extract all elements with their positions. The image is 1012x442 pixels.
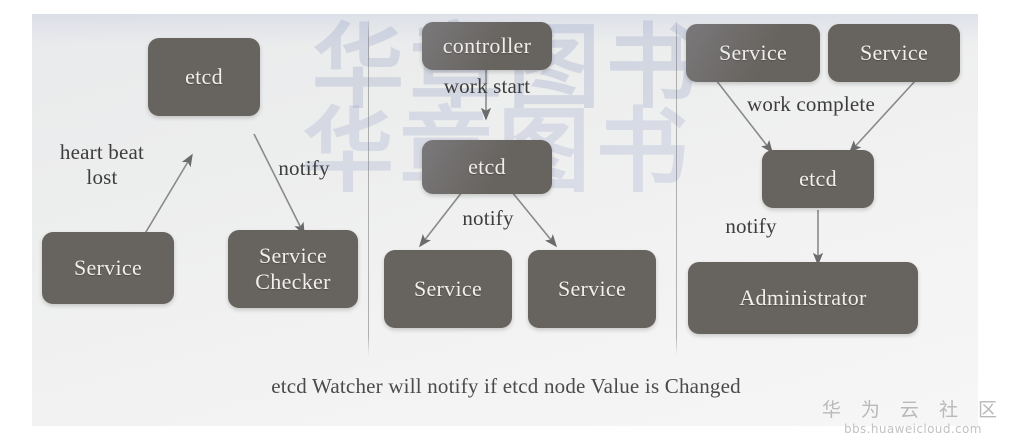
label-right-notify-text: notify: [725, 214, 777, 238]
label-mid-notify-text: notify: [462, 206, 514, 230]
node-right-service-1[interactable]: Service: [686, 24, 820, 82]
node-mid-service-2-label: Service: [557, 275, 627, 301]
arrow-left-notify: [253, 133, 305, 236]
diagram-caption: etcd Watcher will notify if etcd node Va…: [0, 374, 1012, 399]
node-left-service-checker-line1: Service: [258, 243, 328, 269]
node-right-etcd[interactable]: etcd: [762, 150, 874, 208]
node-left-service-label: Service: [73, 254, 143, 280]
brand-watermark-cn: 华 为 云 社 区: [821, 399, 1004, 422]
label-left-notify-text: notify: [278, 156, 330, 180]
node-mid-etcd-label: etcd: [468, 153, 506, 179]
node-mid-etcd[interactable]: etcd: [422, 140, 552, 194]
node-right-administrator-label: Administrator: [739, 284, 867, 310]
diagram-caption-text: etcd Watcher will notify if etcd node Va…: [271, 374, 741, 398]
label-heart-beat-lost-line2: lost: [86, 164, 118, 189]
node-right-administrator[interactable]: Administrator: [688, 262, 918, 334]
label-work-complete: work complete: [716, 92, 906, 117]
label-heart-beat-lost: heart beat lost: [32, 140, 172, 190]
label-right-notify: notify: [704, 214, 798, 239]
label-work-start-text: work start: [443, 74, 531, 98]
label-work-complete-text: work complete: [747, 92, 875, 116]
node-left-etcd-label: etcd: [185, 63, 223, 89]
node-right-service-2-label: Service: [859, 39, 929, 65]
label-left-notify: notify: [254, 156, 354, 181]
label-work-start: work start: [416, 74, 558, 99]
label-mid-notify: notify: [438, 206, 538, 231]
node-mid-controller-label: controller: [442, 32, 532, 58]
brand-watermark-url: bbs.huaweicloud.com: [843, 422, 982, 436]
node-left-service-checker[interactable]: Service Checker: [228, 230, 358, 308]
node-mid-controller[interactable]: controller: [422, 22, 552, 70]
node-right-etcd-label: etcd: [799, 165, 837, 191]
panel-divider-1: [368, 18, 369, 356]
node-left-etcd[interactable]: etcd: [148, 38, 260, 116]
node-mid-service-2[interactable]: Service: [528, 250, 656, 328]
node-left-service-checker-line2: Checker: [255, 269, 331, 294]
node-left-service[interactable]: Service: [42, 232, 174, 304]
node-right-service-1-label: Service: [718, 39, 788, 65]
label-heart-beat-lost-line1: heart beat: [59, 140, 145, 164]
node-mid-service-1[interactable]: Service: [384, 250, 512, 328]
diagram-panel: 华章图书 华章图书: [32, 14, 978, 426]
panel-divider-2: [676, 18, 677, 356]
brand-watermark: 华 为 云 社 区 bbs.huaweicloud.com: [822, 400, 1004, 436]
node-mid-service-1-label: Service: [413, 275, 483, 301]
node-right-service-2[interactable]: Service: [828, 24, 960, 82]
